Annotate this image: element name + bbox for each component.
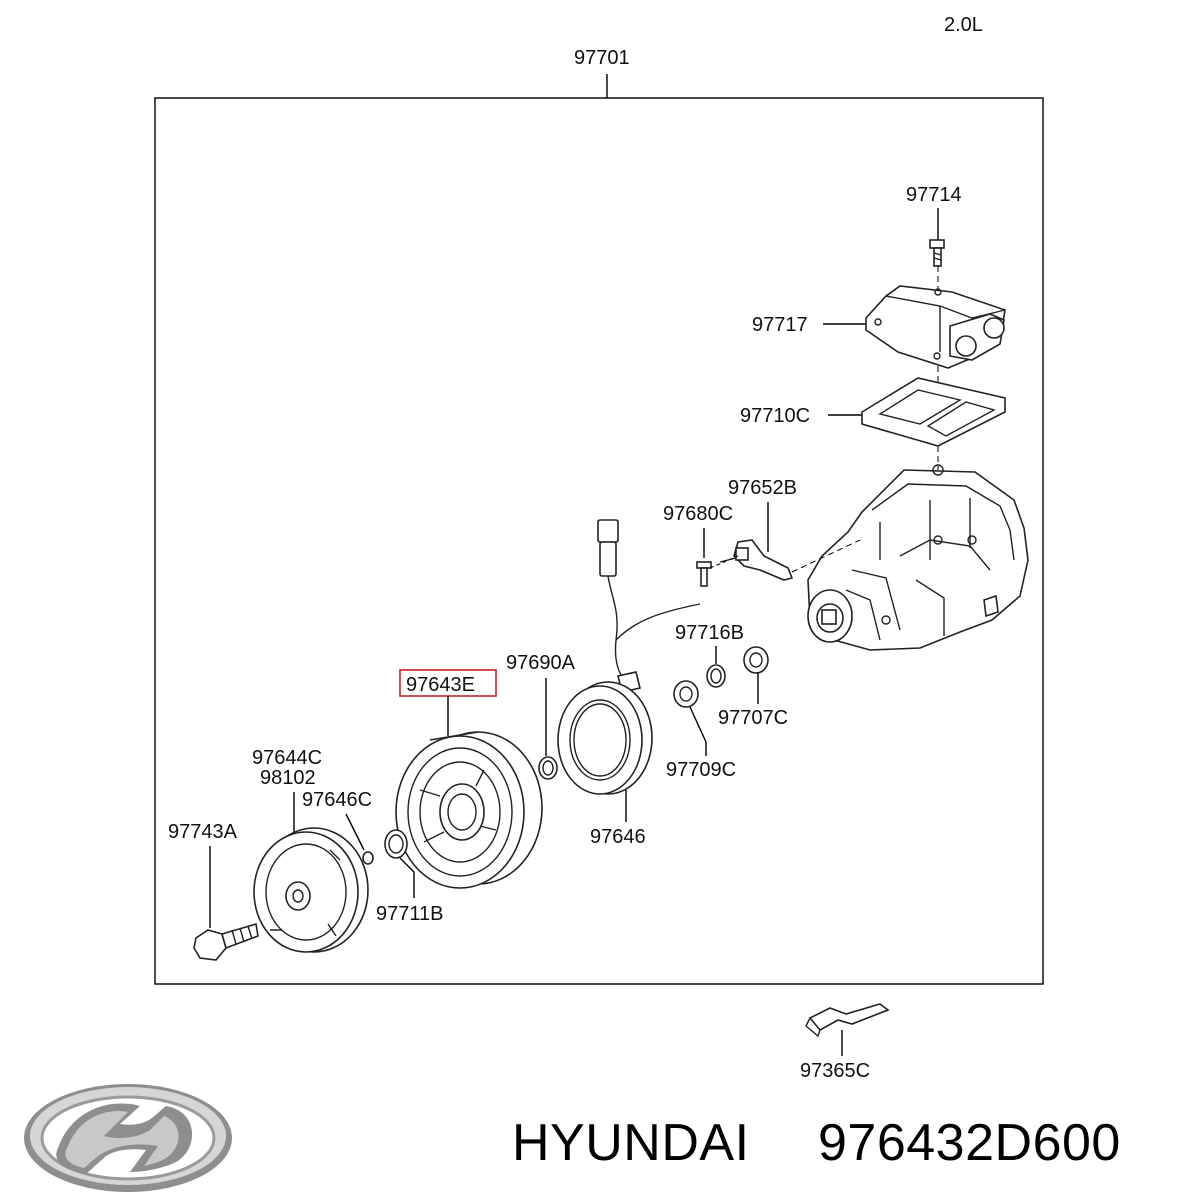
clutch-plate-97644C: [253, 827, 369, 953]
bolt-97714: [929, 239, 945, 267]
part-number: 976432D600: [818, 1114, 1121, 1172]
callout-97646C[interactable]: 97646C: [302, 789, 372, 811]
callout-97709C[interactable]: 97709C: [666, 759, 736, 781]
callout-98102[interactable]: 98102: [260, 767, 316, 789]
callout-97643E[interactable]: 97643E: [406, 674, 475, 696]
callout-97690A[interactable]: 97690A: [506, 652, 576, 674]
bolt-97743A: [193, 922, 259, 961]
engine-label: 2.0L: [944, 14, 983, 36]
assembly-frame: [154, 97, 1044, 985]
brand-name: HYUNDAI: [512, 1114, 750, 1172]
leader-97709C: [689, 706, 707, 756]
valve-cover-97717: [865, 285, 1006, 369]
snap-ring-97711B: [384, 829, 408, 859]
bracket-97365C: [805, 1003, 890, 1038]
screw-axis: [709, 555, 739, 569]
callout-97717[interactable]: 97717: [752, 314, 808, 336]
nut-97707C: [743, 646, 769, 674]
assembly-number: 97701: [574, 47, 630, 69]
pulley-97643E: [395, 731, 543, 889]
snap-ring-97716B: [706, 664, 726, 688]
callout-97707C[interactable]: 97707C: [718, 707, 788, 729]
callout-97652B[interactable]: 97652B: [728, 477, 797, 499]
callout-97711B[interactable]: 97711B: [376, 903, 443, 925]
hyundai-logo-icon: [24, 1084, 232, 1192]
shim-97646C: [362, 851, 374, 865]
callout-97743A[interactable]: 97743A: [168, 821, 238, 843]
callout-97365C[interactable]: 97365C: [800, 1060, 870, 1082]
wire-harness-connector: [597, 519, 701, 693]
snap-ring-97690A: [538, 756, 558, 780]
callout-97710C[interactable]: 97710C: [740, 405, 810, 427]
shim-97709C: [673, 680, 699, 708]
field-coil-97646: [557, 681, 653, 795]
callout-97714[interactable]: 97714: [906, 184, 962, 206]
callout-97716B[interactable]: 97716B: [675, 622, 744, 644]
leader-97646C: [345, 813, 365, 851]
callout-97646[interactable]: 97646: [590, 826, 646, 848]
valve-axis: [791, 539, 861, 573]
callout-97680C[interactable]: 97680C: [663, 503, 733, 525]
pressure-valve-97652B: [719, 539, 794, 581]
leader-97711B: [399, 857, 415, 898]
gasket-97710C: [861, 377, 1006, 447]
callout-97644C[interactable]: 97644C: [252, 747, 322, 769]
screw-97680C: [696, 561, 712, 587]
compressor-body: [807, 464, 1029, 651]
